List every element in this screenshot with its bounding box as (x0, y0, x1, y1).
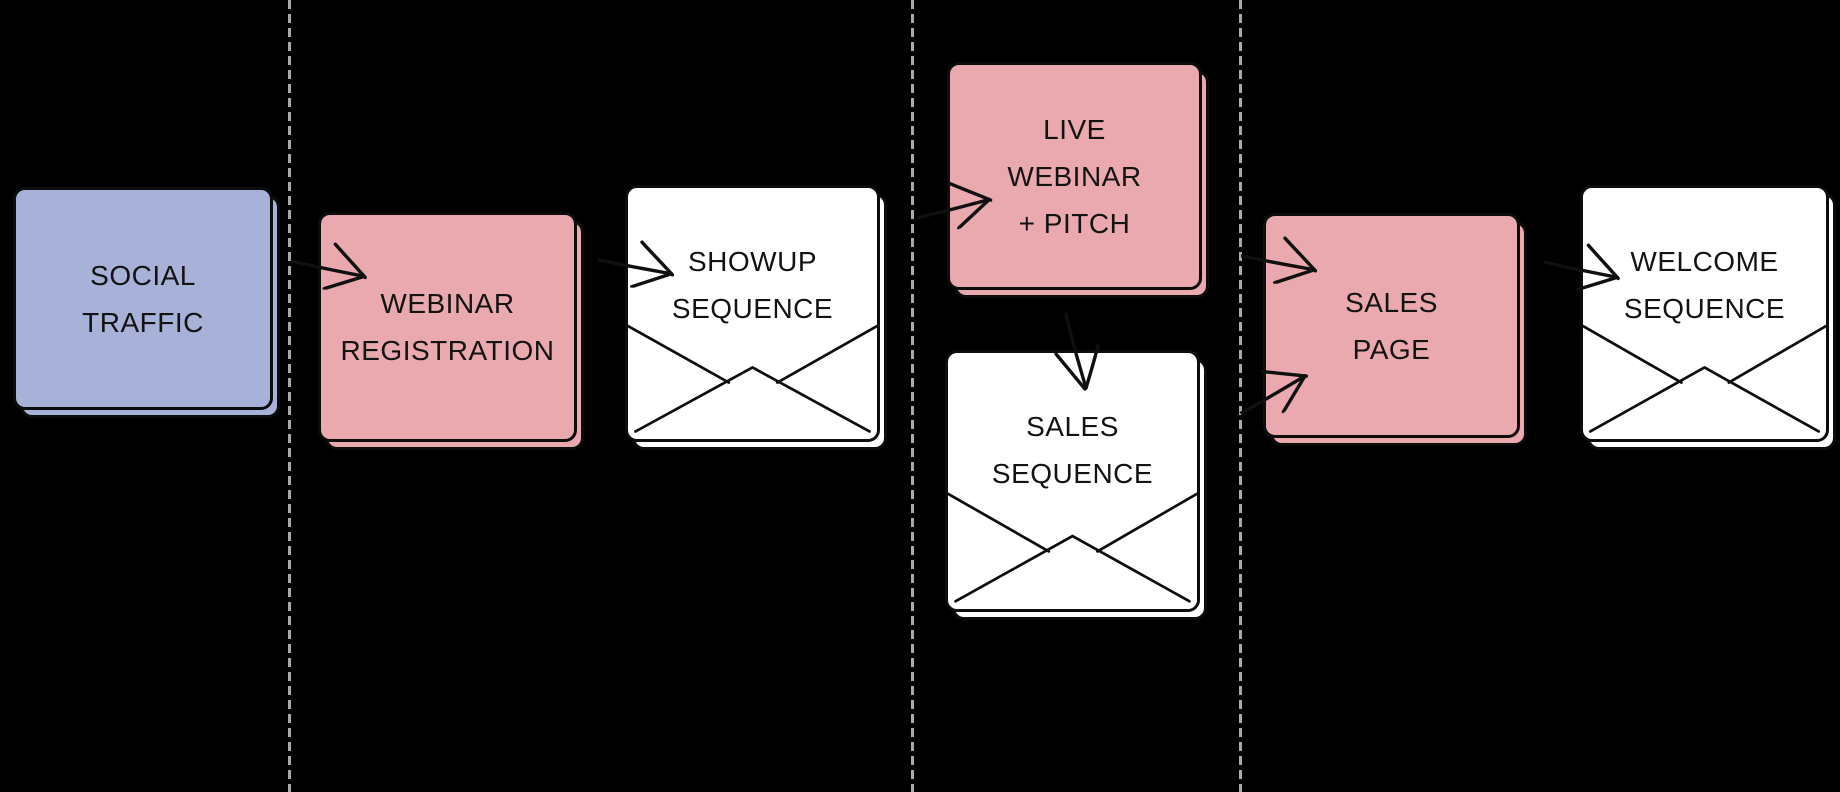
node-label-line: SOCIAL (90, 259, 196, 291)
node-label-line: SEQUENCE (991, 458, 1154, 489)
node-label-line: SHOWUP (688, 246, 817, 277)
node-showup-sequence: SHOWUP SEQUENCE (625, 185, 880, 442)
node-label: SHOWUP SEQUENCE (628, 238, 877, 332)
section-divider (1239, 0, 1242, 792)
section-divider (288, 0, 291, 792)
node-label: LIVE WEBINAR + PITCH (950, 106, 1199, 247)
node-label-line: WEBINAR (1007, 160, 1142, 192)
node-sales-page: SALES PAGE (1263, 213, 1520, 438)
node-label-line: REGISTRATION (340, 335, 555, 366)
node-webinar-registration: WEBINAR REGISTRATION (318, 212, 577, 442)
node-label-line: SALES (1345, 286, 1438, 318)
node-social-traffic: SOCIAL TRAFFIC (13, 187, 273, 410)
node-label: WELCOME SEQUENCE (1583, 238, 1826, 332)
node-live-webinar-pitch: LIVE WEBINAR + PITCH (947, 62, 1202, 290)
node-label: SOCIAL TRAFFIC (16, 252, 270, 346)
node-label: SALES SEQUENCE (948, 403, 1197, 497)
node-label-line: + PITCH (1018, 207, 1131, 239)
node-label: WEBINAR REGISTRATION (321, 280, 574, 374)
node-label-line: WELCOME (1630, 246, 1779, 277)
node-label-line: SALES (1026, 411, 1119, 442)
node-label-line: SEQUENCE (1623, 293, 1786, 324)
node-label: SALES PAGE (1266, 279, 1517, 373)
section-divider (911, 0, 914, 792)
node-label-line: SEQUENCE (671, 293, 834, 324)
node-welcome-sequence: WELCOME SEQUENCE (1580, 185, 1829, 442)
node-label-line: WEBINAR (380, 288, 515, 319)
node-label-line: LIVE (1043, 113, 1106, 145)
node-label-line: TRAFFIC (82, 306, 204, 338)
node-sales-sequence: SALES SEQUENCE (945, 350, 1200, 612)
node-label-line: PAGE (1352, 333, 1431, 365)
